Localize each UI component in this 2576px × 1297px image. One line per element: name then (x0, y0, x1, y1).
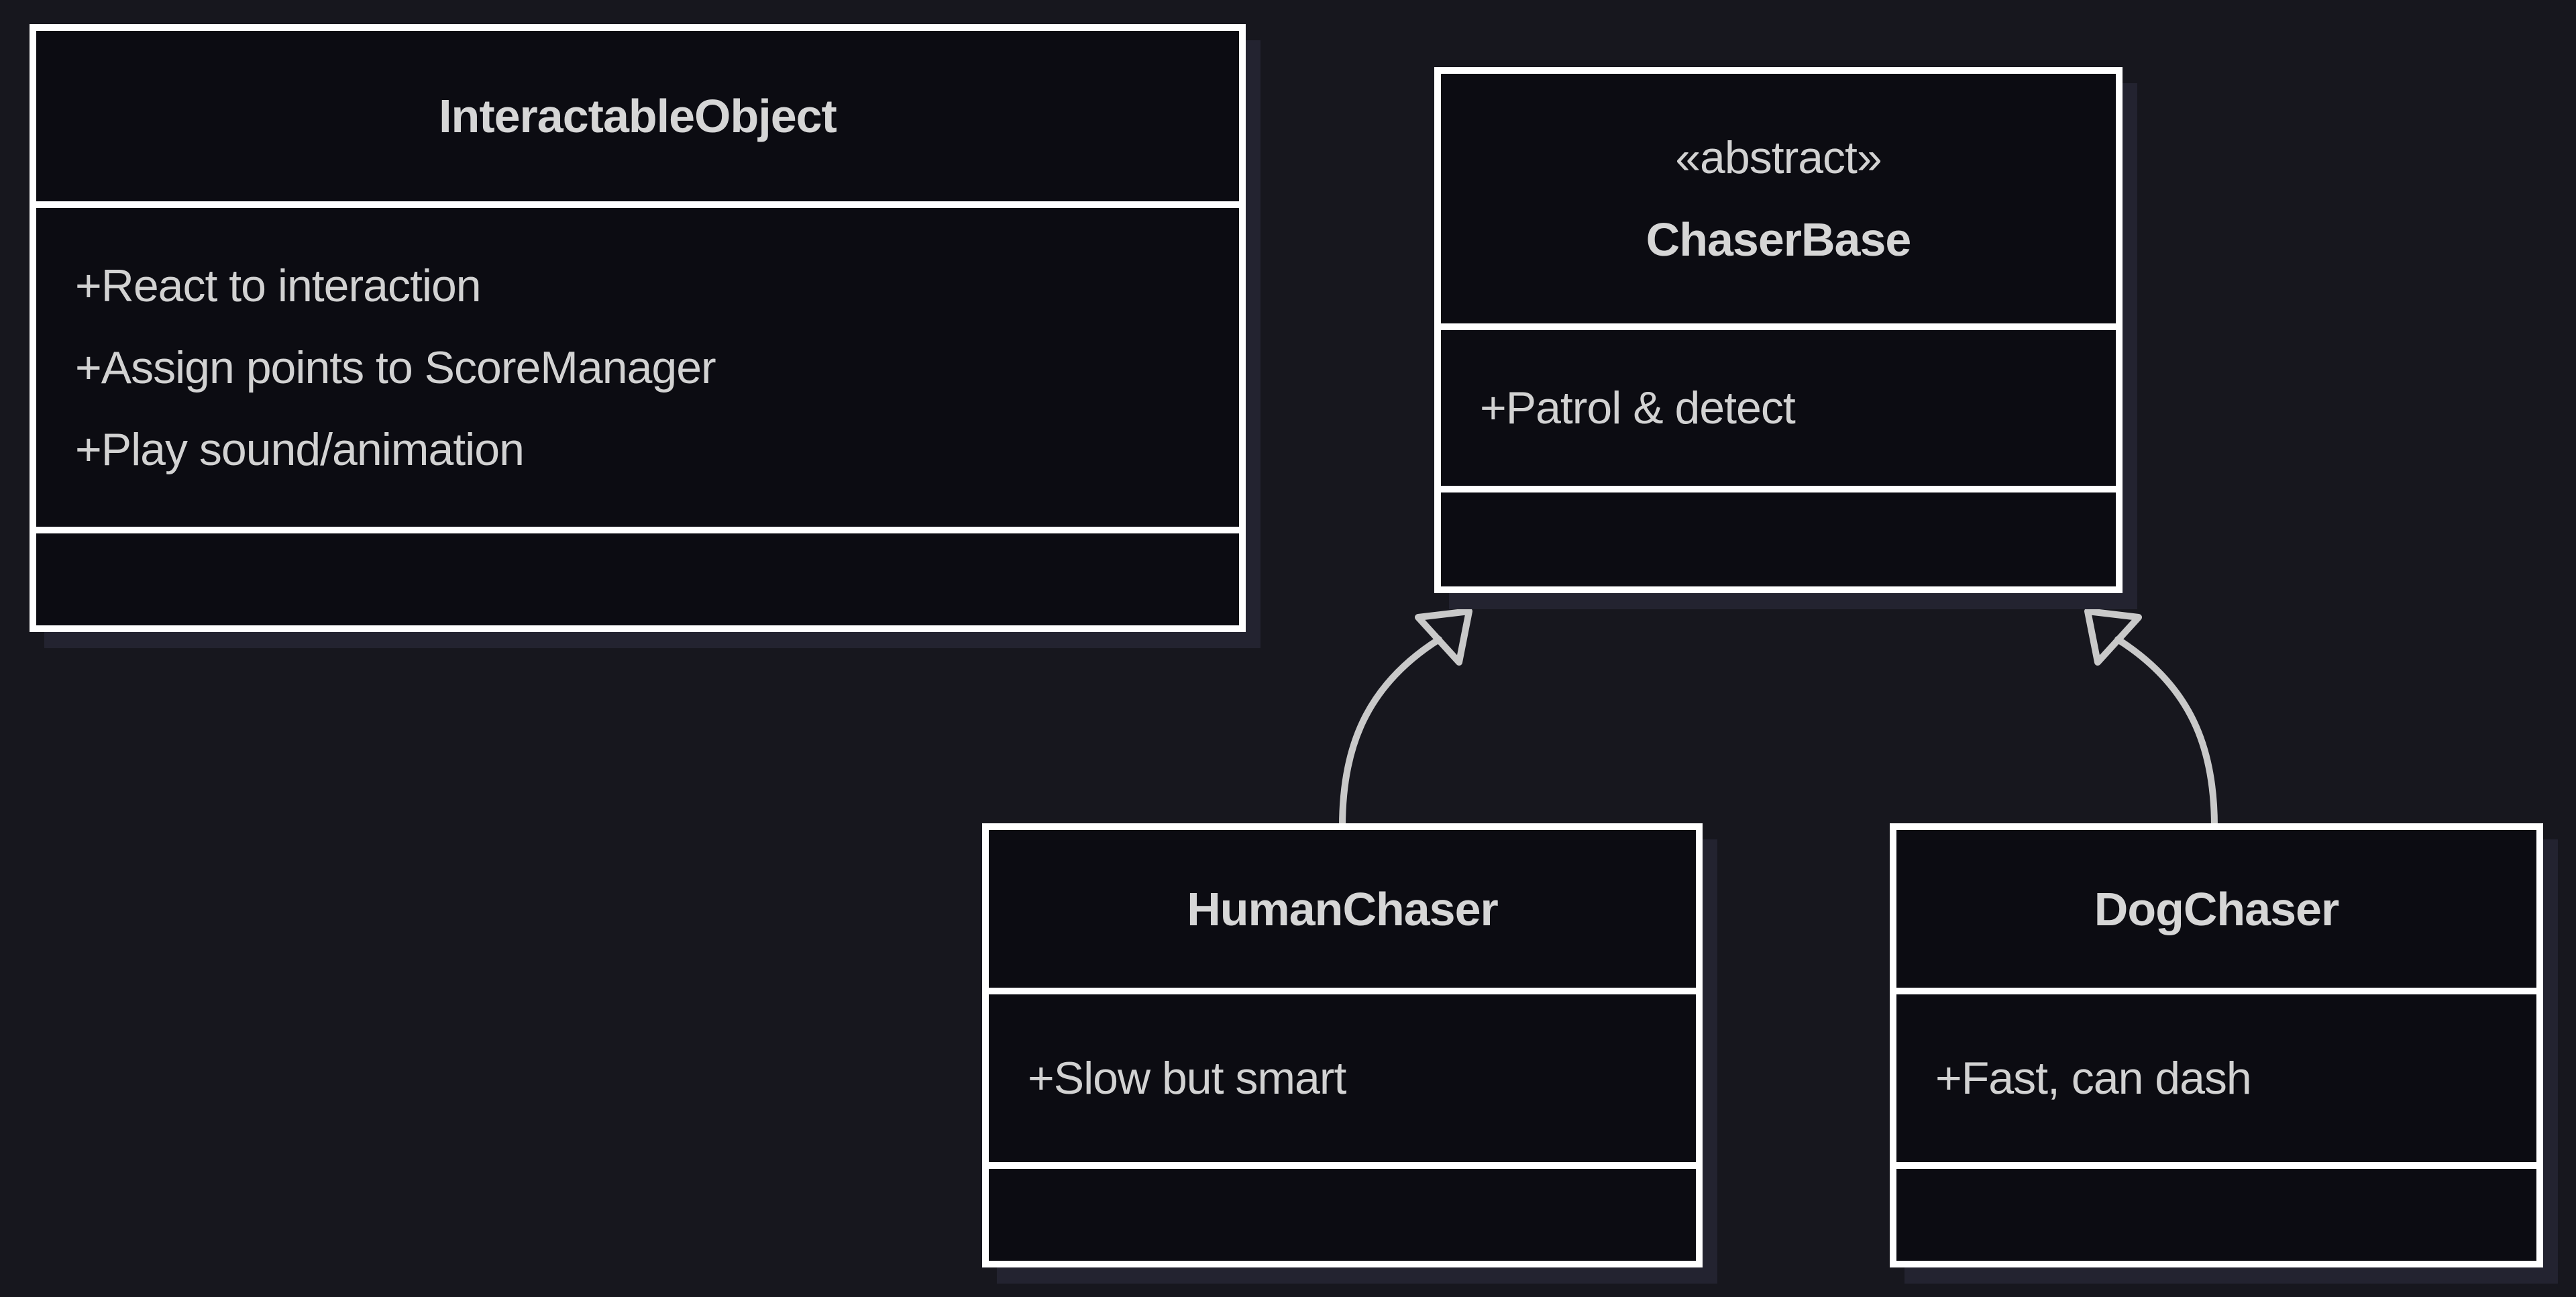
generalization-arrow-humanchaser-to-chaserbase[interactable] (1339, 608, 1472, 830)
attribute-line: +Patrol & detect (1480, 382, 1796, 433)
compartment-divider (989, 1162, 1696, 1169)
class-attributes-compartment: +React to interaction +Assign points to … (36, 208, 1239, 527)
attribute-line: +Play sound/animation (75, 423, 525, 475)
class-attributes-compartment: +Slow but smart (989, 994, 1696, 1162)
arrow-shaft (1339, 636, 1442, 830)
class-operations-compartment-empty (36, 533, 1239, 625)
compartment-divider (36, 201, 1239, 208)
compartment-divider (1896, 988, 2536, 994)
class-box-humanchaser[interactable]: HumanChaser +Slow but smart (982, 823, 1703, 1267)
attribute-line: +Slow but smart (1028, 1053, 1346, 1104)
class-box-chaserbase[interactable]: «abstract» ChaserBase +Patrol & detect (1434, 67, 2123, 593)
class-attributes-compartment: +Fast, can dash (1896, 994, 2536, 1162)
class-title-compartment: HumanChaser (989, 830, 1696, 988)
inheritance-arrowhead (1415, 608, 1472, 666)
compartment-divider (989, 988, 1696, 994)
class-name: DogChaser (2094, 882, 2339, 935)
inheritance-arrowhead (2084, 608, 2142, 666)
compartment-divider (36, 527, 1239, 533)
compartment-divider (1896, 1162, 2536, 1169)
class-operations-compartment-empty (989, 1169, 1696, 1261)
class-operations-compartment-empty (1441, 492, 2116, 586)
class-name: HumanChaser (1187, 882, 1499, 935)
attribute-line: +Fast, can dash (1935, 1053, 2252, 1104)
class-title-compartment: InteractableObject (36, 31, 1239, 201)
attribute-line: +Assign points to ScoreManager (75, 342, 716, 393)
class-attributes-compartment: +Patrol & detect (1441, 330, 2116, 486)
class-title-compartment: DogChaser (1896, 830, 2536, 988)
compartment-divider (1441, 486, 2116, 492)
class-box-dogchaser[interactable]: DogChaser +Fast, can dash (1890, 823, 2543, 1267)
class-name: InteractableObject (439, 90, 837, 142)
class-operations-compartment-empty (1896, 1169, 2536, 1261)
class-name: ChaserBase (1646, 213, 1912, 266)
class-box-interactableobject[interactable]: InteractableObject +React to interaction… (30, 24, 1246, 632)
arrow-shaft (2114, 636, 2218, 830)
class-title-compartment: «abstract» ChaserBase (1441, 74, 2116, 323)
generalization-arrow-dogchaser-to-chaserbase[interactable] (2084, 608, 2218, 830)
attribute-line: +React to interaction (75, 260, 482, 311)
compartment-divider (1441, 323, 2116, 330)
class-stereotype: «abstract» (1675, 132, 1882, 183)
